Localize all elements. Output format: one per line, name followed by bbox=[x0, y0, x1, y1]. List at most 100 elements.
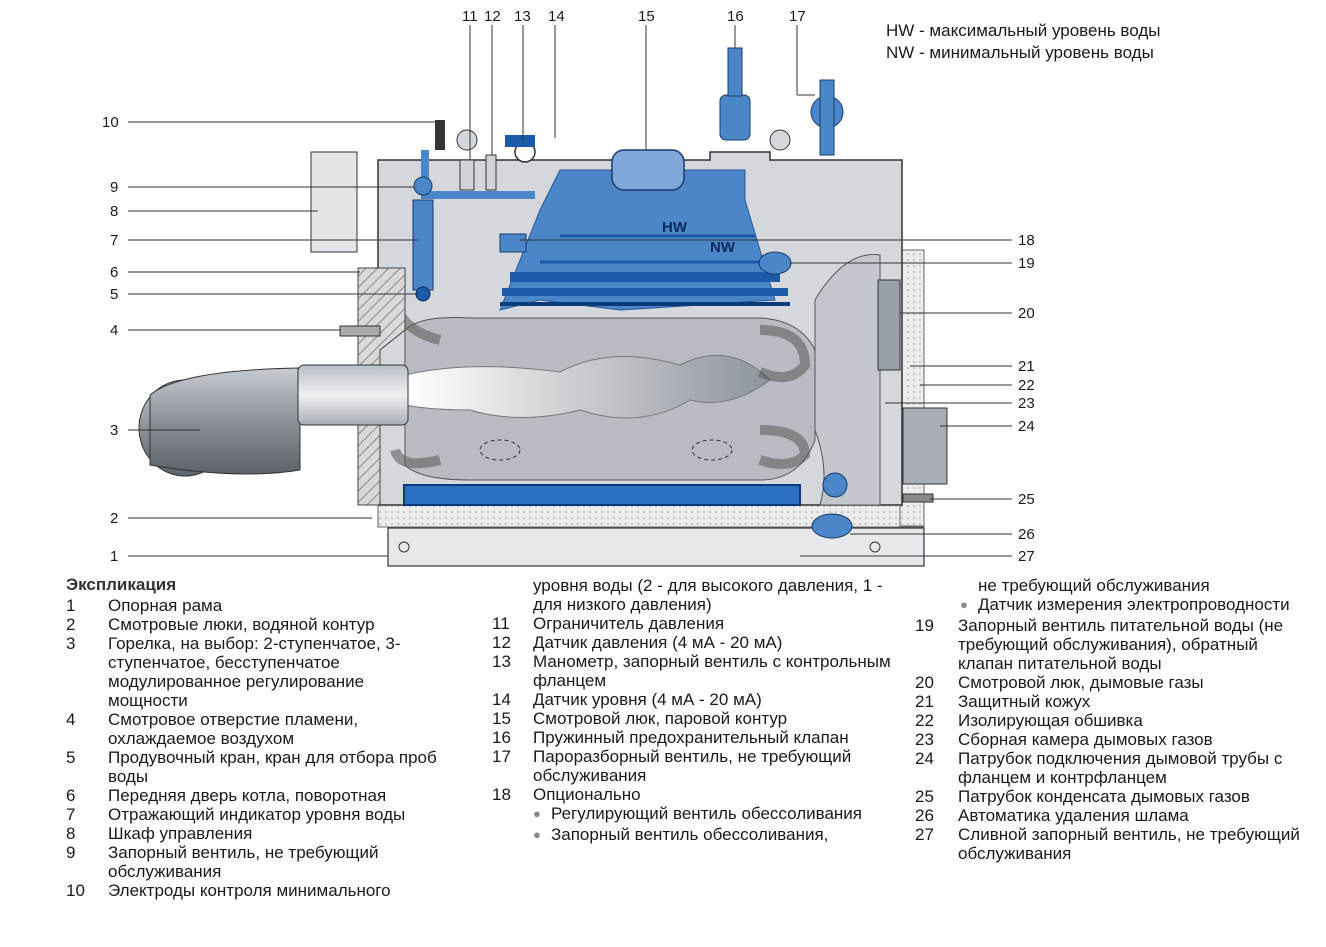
item-text: Отражающий индикатор уровня воды bbox=[108, 805, 406, 824]
explication-item: 4 Смотровое отверстие пламени, охлаждаемо… bbox=[66, 710, 446, 748]
explication-column-3: не требующий обслуживания Датчик измерен… bbox=[915, 576, 1315, 863]
option-bullet: Регулирующий вентиль обессоливания bbox=[533, 804, 892, 823]
callout-7: 7 bbox=[110, 232, 118, 249]
callout-9: 9 bbox=[110, 179, 118, 196]
boiler-cutaway-diagram: HW NW bbox=[102, 8, 1035, 567]
callout-20: 20 bbox=[1018, 305, 1035, 322]
callout-26: 26 bbox=[1018, 526, 1035, 543]
item-number: 20 bbox=[915, 673, 934, 692]
callout-3: 3 bbox=[110, 422, 118, 439]
callout-12: 12 bbox=[484, 8, 501, 25]
burner-flame bbox=[404, 354, 771, 419]
callout-18: 18 bbox=[1018, 232, 1035, 249]
item-text: Изолирующая обшивка bbox=[958, 711, 1143, 730]
item-text: Защитный кожух bbox=[958, 692, 1091, 711]
water-band bbox=[510, 272, 780, 282]
explication-item: 2 Смотровые люки, водяной контур bbox=[66, 615, 446, 634]
level-indicator-glass bbox=[412, 199, 434, 291]
frame-bolt bbox=[398, 541, 410, 553]
item-text: Смотровой люк, паровой контур bbox=[533, 709, 788, 728]
item-number: 8 bbox=[66, 824, 76, 843]
item-number: 25 bbox=[915, 787, 934, 806]
drain-valve bbox=[811, 513, 853, 539]
steam-dome-hatch bbox=[611, 149, 685, 191]
item-text: Смотровые люки, водяной контур bbox=[108, 615, 375, 634]
condensate-pipe bbox=[902, 493, 934, 503]
callout-13: 13 bbox=[514, 8, 531, 25]
flue-gas-arrow bbox=[758, 425, 811, 469]
legend-nw-text: NW - минимальный уровень воды bbox=[886, 43, 1154, 62]
item-text: Пружинный предохранительный клапан bbox=[533, 728, 849, 747]
item-text: Патрубок конденсата дымовых газов bbox=[958, 787, 1250, 806]
chimney-connection bbox=[902, 407, 948, 485]
callout-21: 21 bbox=[1018, 358, 1035, 375]
legend-hw-text: HW - максимальный уровень воды bbox=[886, 21, 1161, 40]
explication-item: 7 Отражающий индикатор уровня воды bbox=[66, 805, 446, 824]
item-text: Манометр, запорный вентиль с контрольным… bbox=[533, 652, 891, 690]
callout-22: 22 bbox=[1018, 377, 1035, 394]
item-number: 24 bbox=[915, 749, 934, 768]
inspection-hatch-marker bbox=[691, 439, 733, 461]
explication-item: 25 Патрубок конденсата дымовых газов bbox=[915, 787, 1315, 806]
water-level-legend: HW - максимальный уровень воды NW - мини… bbox=[886, 20, 1160, 64]
item-text: Запорный вентиль, не требующий обслужива… bbox=[108, 843, 379, 881]
callout-10: 10 bbox=[102, 114, 119, 131]
option-bullet: Запорный вентиль обессоливания, bbox=[533, 825, 892, 844]
item-text: Смотровой люк, дымовые газы bbox=[958, 673, 1204, 692]
control-cabinet bbox=[310, 151, 358, 253]
hw-mark: HW bbox=[662, 219, 688, 236]
shutoff-valve bbox=[413, 176, 433, 196]
callout-1: 1 bbox=[110, 548, 118, 565]
item-number: 5 bbox=[66, 748, 76, 767]
item-text: Опорная рама bbox=[108, 596, 223, 615]
item-text: Передняя дверь котла, поворотная bbox=[108, 786, 387, 805]
item-number: 7 bbox=[66, 805, 76, 824]
option-bullet: Датчик измерения электропроводности bbox=[960, 595, 1315, 614]
burner-tube bbox=[297, 364, 409, 426]
sludge-removal-actuator bbox=[822, 472, 848, 498]
item-text: Ограничитель давления bbox=[533, 614, 725, 633]
item-number: 3 bbox=[66, 634, 76, 653]
safety-valve-spring bbox=[727, 47, 743, 97]
callout-lines bbox=[128, 25, 1012, 557]
water-band bbox=[502, 288, 788, 296]
callout-23: 23 bbox=[1018, 395, 1035, 412]
safety-valve-body bbox=[719, 94, 751, 141]
explication-continuation: не требующий обслуживания bbox=[978, 576, 1210, 595]
callout-6: 6 bbox=[110, 264, 118, 281]
item-text: Электроды контроля минимального bbox=[108, 881, 391, 900]
item-number: 18 bbox=[492, 785, 511, 804]
flue-gas-sight-glass bbox=[877, 279, 901, 371]
level-sensor bbox=[505, 135, 535, 147]
item-number: 2 bbox=[66, 615, 76, 634]
item-text: Смотровое отверстие пламени, охлаждаемое… bbox=[108, 710, 359, 748]
item-number: 4 bbox=[66, 710, 76, 729]
item-text: Сборная камера дымовых газов bbox=[958, 730, 1213, 749]
item-text: Запорный вентиль питательной воды (не тр… bbox=[958, 616, 1284, 673]
feedwater-valve bbox=[758, 251, 792, 275]
callout-27: 27 bbox=[1018, 548, 1035, 565]
item-text: Сливной запорный вентиль, не требующий о… bbox=[958, 825, 1300, 863]
item-text: Автоматика удаления шлама bbox=[958, 806, 1189, 825]
blowdown-valve bbox=[415, 286, 431, 302]
nw-mark: NW bbox=[710, 239, 736, 256]
lifting-eye bbox=[769, 129, 791, 151]
